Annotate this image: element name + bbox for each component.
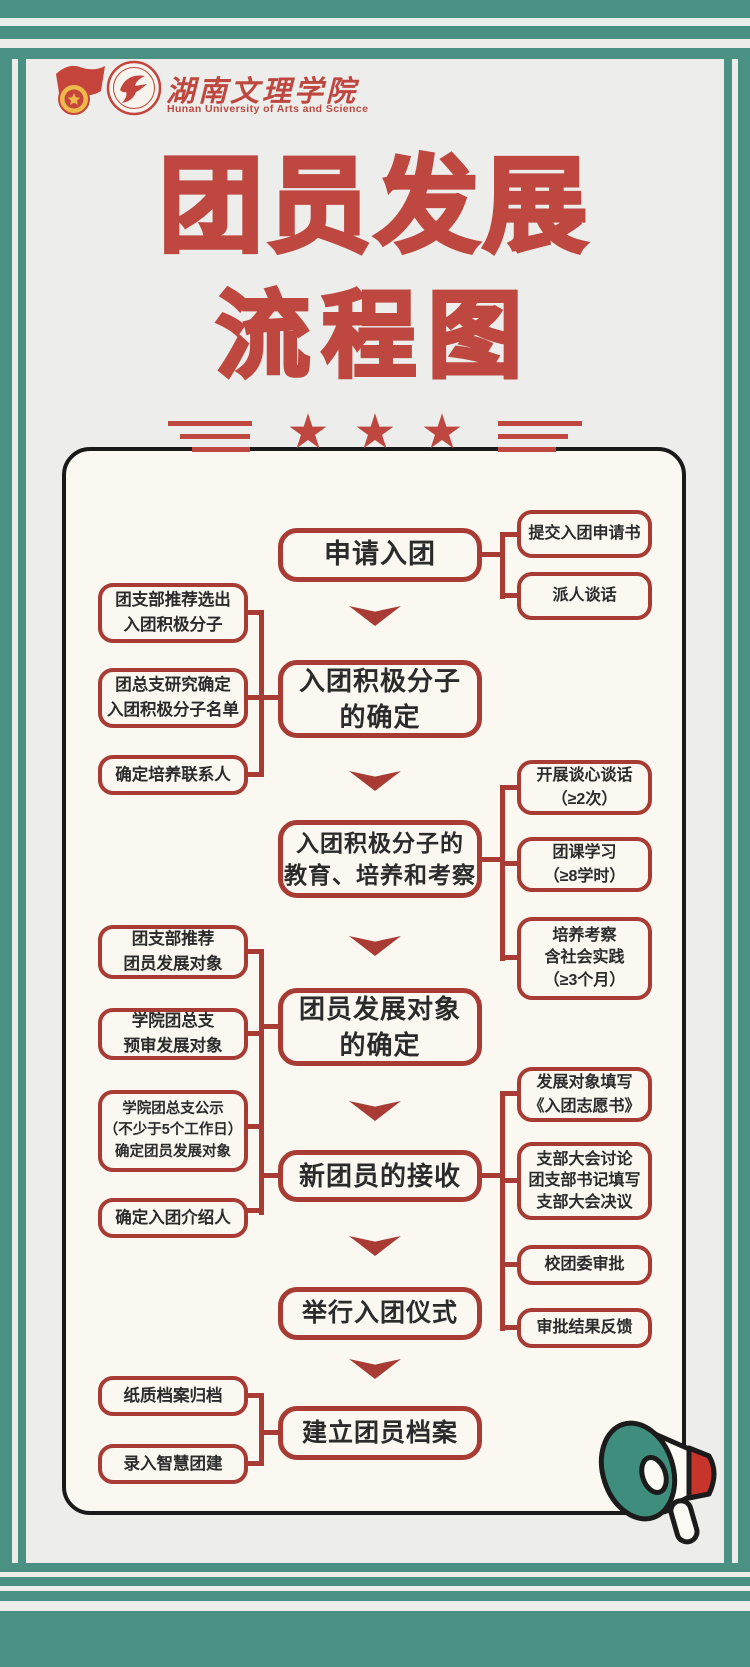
flow-node-candidate-confirmation: 团员发展对象 的确定: [278, 988, 482, 1066]
stripe-decoration: [18, 59, 26, 1563]
right-box-talk: 派人谈话: [517, 572, 652, 620]
stripe-decoration: [0, 1563, 750, 1572]
divider-line: [180, 434, 250, 439]
connector-line: [245, 610, 261, 615]
connector-line: [478, 857, 502, 862]
connector-line: [245, 1208, 261, 1213]
right-box-branch-meeting-resolution: 支部大会讨论 团支部书记填写 支部大会决议: [517, 1142, 652, 1220]
connector-line: [500, 593, 517, 598]
right-box-volunteer-form: 发展对象填写 《入团志愿书》: [517, 1067, 652, 1122]
connector-line: [500, 785, 517, 790]
stripe-decoration: [0, 0, 750, 18]
stripe-decoration: [0, 26, 750, 39]
flow-node-member-archive: 建立团员档案: [278, 1406, 482, 1460]
connector-line: [259, 610, 264, 777]
connector-line: [262, 695, 280, 700]
divider-line: [498, 447, 556, 452]
stripe-decoration: [0, 1591, 750, 1601]
connector-line: [478, 552, 502, 557]
connector-line: [478, 1173, 502, 1178]
connector-line: [245, 1124, 261, 1129]
left-box-branch-recommend-activists: 团支部推荐选出 入团积极分子: [98, 583, 248, 643]
league-emblem-icon: [56, 65, 105, 115]
stripe-decoration: [0, 1611, 750, 1667]
connector-line: [500, 532, 505, 599]
poster-title-line2: 流程图: [214, 282, 534, 390]
flow-node-admission-ceremony: 举行入团仪式: [278, 1287, 482, 1340]
connector-line: [245, 1031, 261, 1036]
connector-line: [259, 949, 264, 1215]
connector-line: [262, 1024, 280, 1029]
university-seal-icon: [106, 60, 162, 116]
right-box-training-inspection: 培养考察 含社会实践 （≥3个月）: [517, 917, 652, 1000]
connector-line: [245, 1461, 261, 1466]
divider-line: [192, 447, 250, 452]
right-box-approval-feedback: 审批结果反馈: [517, 1308, 652, 1348]
flow-node-new-member-admission: 新团员的接收: [278, 1150, 482, 1202]
connector-line: [262, 1173, 280, 1178]
right-box-application-letter: 提交入团申请书: [517, 510, 652, 558]
connector-line: [259, 1393, 264, 1466]
connector-line: [245, 772, 261, 777]
stripe-decoration: [738, 59, 750, 1563]
divider-line: [168, 421, 252, 426]
left-box-smart-league-system: 录入智慧团建: [98, 1444, 248, 1484]
university-name: 湖南文理学院: [166, 76, 359, 108]
star-icon: ★: [353, 406, 397, 459]
connector-line: [245, 1393, 261, 1398]
left-box-college-preliminary-review: 学院团总支 预审发展对象: [98, 1008, 248, 1060]
connector-line: [500, 861, 517, 866]
divider-line: [498, 434, 568, 439]
connector-line: [500, 955, 517, 960]
connector-line: [500, 1325, 517, 1330]
connector-line: [500, 785, 505, 961]
stripe-decoration: [0, 48, 750, 59]
connector-line: [245, 949, 261, 954]
left-box-introducer: 确定入团介绍人: [98, 1198, 248, 1238]
right-box-committee-approval: 校团委审批: [517, 1245, 652, 1285]
connector-line: [262, 1430, 280, 1435]
divider-line: [498, 421, 582, 426]
star-divider: ★ ★ ★: [262, 402, 488, 464]
connector-line: [245, 695, 261, 700]
star-icon: ★: [420, 406, 464, 459]
connector-line: [500, 1178, 517, 1183]
university-name-en: Hunan University of Arts and Science: [167, 103, 369, 115]
star-icon: ★: [286, 406, 330, 459]
right-box-heart-talks: 开展谈心谈话 （≥2次）: [517, 760, 652, 815]
stripe-decoration: [724, 59, 732, 1563]
right-box-league-classes: 团课学习 （≥8学时）: [517, 837, 652, 892]
left-box-committee-confirm-list: 团总支研究确定 入团积极分子名单: [98, 668, 248, 728]
stripe-decoration: [0, 59, 12, 1563]
connector-line: [500, 532, 517, 537]
megaphone-icon: [598, 1420, 717, 1545]
left-box-training-contact: 确定培养联系人: [98, 755, 248, 795]
connector-line: [500, 1262, 517, 1267]
left-box-paper-archive: 纸质档案归档: [98, 1376, 248, 1416]
connector-line: [500, 1091, 505, 1331]
stripe-decoration: [0, 1577, 750, 1586]
flow-node-apply: 申请入团: [278, 528, 482, 582]
flow-node-activist-confirmation: 入团积极分子 的确定: [278, 660, 482, 738]
left-box-branch-recommend-candidates: 团支部推荐 团员发展对象: [98, 925, 248, 979]
connector-line: [500, 1091, 517, 1096]
flow-node-activist-training: 入团积极分子的 教育、培养和考察: [278, 820, 482, 898]
left-box-public-notice: 学院团总支公示 （不少于5个工作日） 确定团员发展对象: [98, 1090, 248, 1172]
poster-title-line1: 团员发展: [157, 147, 591, 267]
